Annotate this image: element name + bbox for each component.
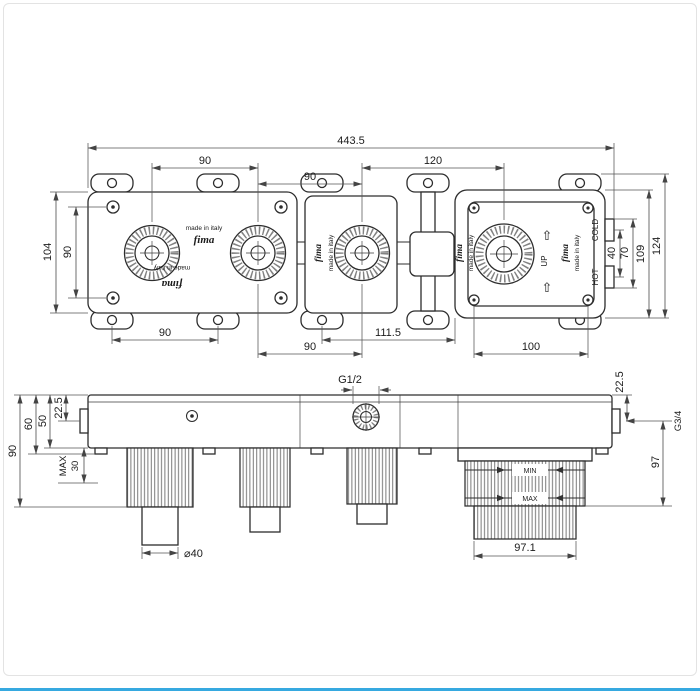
threaded-stub-2	[239, 447, 291, 533]
dim-left-port-offset: 22.5	[53, 397, 65, 418]
connecting-pipes	[297, 191, 468, 312]
dim-max-value: 30	[70, 461, 81, 472]
dim-right-hole-spacing: 100	[522, 341, 540, 353]
hot-label: HOT	[591, 268, 600, 285]
up-arrow-icon: ⇧	[542, 280, 553, 295]
threaded-stub-3	[346, 447, 398, 525]
dimension-top-thread: G1/2	[338, 374, 391, 404]
dim-hole-spacing-vertical: 90	[62, 246, 74, 258]
knob-3	[333, 224, 391, 282]
cold-label: COLD	[591, 219, 600, 241]
page-accent-bar	[0, 688, 700, 691]
left-valve-body	[87, 191, 298, 314]
dim-right-pipe-width: 97.1	[514, 542, 535, 554]
port-labels: COLD HOT	[591, 219, 600, 286]
up-label: UP	[540, 255, 549, 266]
dim-top-thread: G1/2	[338, 374, 362, 386]
min-depth-label: MIN	[524, 468, 537, 475]
dim-side-thread: G3/4	[673, 411, 684, 432]
bleed-screw	[185, 409, 199, 423]
made-in-italy-text: made in italy	[574, 234, 581, 271]
knob-1	[123, 224, 181, 282]
made-in-italy-text: made in italy	[186, 225, 223, 232]
brand-marking-left: made in italy fima made in italy fima	[153, 225, 223, 290]
dim-knob-spacing-mid: 90	[304, 171, 316, 183]
brand-marking-right: fima made in italy fima made in italy	[455, 234, 581, 271]
up-orientation-marking: ⇧ UP ⇧	[540, 228, 552, 295]
fima-logo: fima	[194, 234, 215, 246]
dimensions-right: 40 70 109 124	[601, 173, 669, 319]
top-view: made in italy fima made in italy fima fi…	[42, 135, 669, 358]
dim-plate-height: 104	[42, 243, 54, 261]
knob-4	[473, 223, 535, 285]
brand-marking-middle: fima made in italy	[314, 234, 335, 271]
fima-logo: fima	[561, 244, 571, 262]
fima-logo: fima	[161, 278, 182, 290]
body-bar	[79, 394, 621, 455]
hot-port	[604, 265, 615, 289]
dim-max-label: MAX	[58, 455, 69, 476]
threaded-stub-1	[126, 447, 194, 546]
right-thermostatic-block: MIN MAX	[457, 447, 593, 540]
dim-knob-spacing-left: 90	[199, 155, 211, 167]
dim-bottom-hole-spacing: 90	[159, 327, 171, 339]
dim-right-overall-height: 124	[651, 237, 663, 255]
dim-right-depth: 97	[650, 456, 662, 468]
up-arrow-icon: ⇧	[542, 228, 553, 243]
made-in-italy-text: made in italy	[328, 234, 335, 271]
cold-port	[604, 218, 615, 242]
dimensions-bottom: 90 111.5 90 100	[111, 284, 589, 358]
dim-port-span: 70	[619, 247, 631, 259]
dim-right-body-height: 109	[635, 245, 647, 263]
dimensions-left: 104 90	[42, 191, 106, 314]
dim-bottom-knob-spacing: 90	[304, 341, 316, 353]
dim-pipe-diameter: ⌀40	[184, 548, 203, 560]
outlet-pipe-right	[473, 505, 577, 540]
made-in-italy-text: made in italy	[153, 264, 190, 271]
left-side-port	[79, 408, 89, 434]
made-in-italy-text: made in italy	[468, 234, 475, 271]
dim-bottom-offset: 111.5	[375, 327, 401, 339]
dim-overall-width: 443.5	[337, 135, 365, 147]
dim-right-port-offset: 22.5	[614, 371, 626, 392]
fima-logo: fima	[314, 244, 324, 262]
dimensions-top: 443.5 90 120 90	[87, 135, 615, 222]
dimensions-front-left: 22.5 50 60 90 MAX 30	[7, 394, 127, 508]
knob-2	[229, 224, 287, 282]
right-side-port	[611, 408, 621, 434]
dim-port-spacing: 40	[606, 247, 618, 259]
outlet-pipe-1	[141, 506, 179, 546]
dimensions-front-right: 22.5 G3/4 97	[585, 371, 684, 507]
dim-knob-spacing-right: 120	[424, 155, 442, 167]
pipe-boss	[409, 231, 455, 277]
dim-body-height: 50	[37, 415, 49, 427]
dim-overall-depth: 90	[7, 445, 19, 457]
top-inlet-port	[352, 403, 380, 431]
outlet-pipe-2	[249, 506, 281, 533]
dim-depth-to-feet: 60	[23, 418, 35, 430]
fima-logo: fima	[455, 244, 465, 262]
front-view: MIN MAX G1/2 22.5	[7, 371, 684, 560]
max-depth-label: MAX	[522, 496, 538, 503]
outlet-pipe-3	[356, 503, 388, 525]
dimensions-front-bottom: ⌀40 97.1	[141, 541, 577, 560]
